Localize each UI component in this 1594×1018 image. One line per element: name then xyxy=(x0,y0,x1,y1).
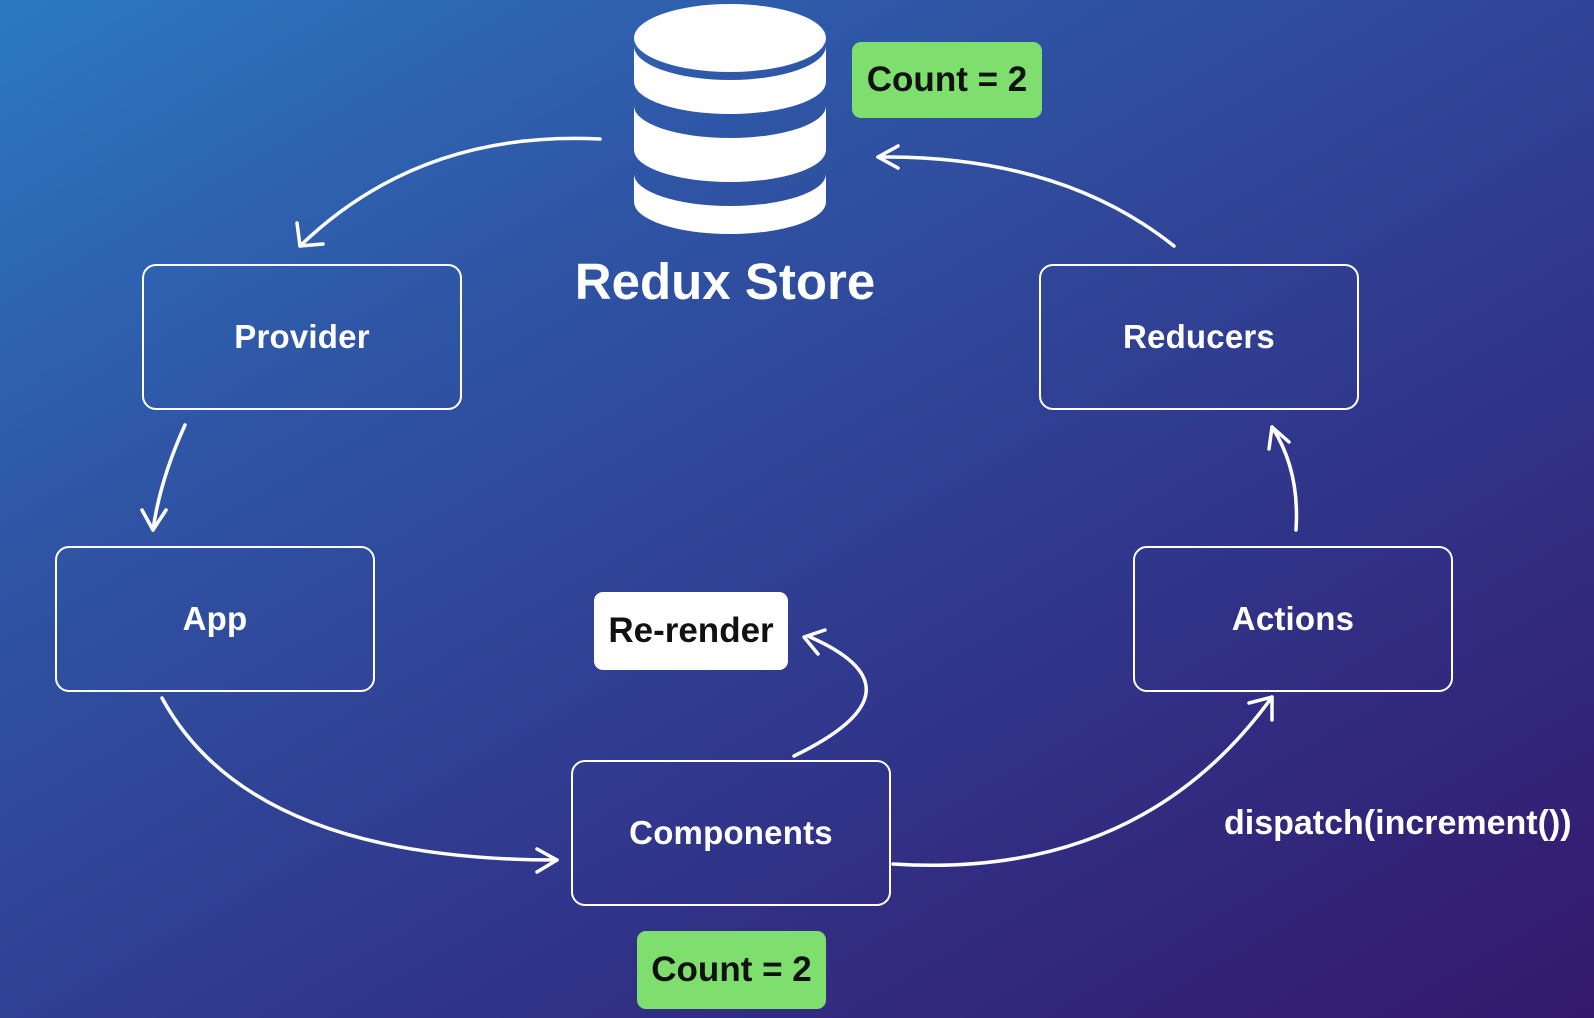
app-node: App xyxy=(55,546,375,692)
store-count-badge: Count = 2 xyxy=(852,42,1042,118)
arrowhead-provider-to-app xyxy=(140,508,168,532)
provider-node: Provider xyxy=(142,264,462,410)
arrow-reducers-to-store xyxy=(876,155,1176,248)
actions-node: Actions xyxy=(1133,546,1453,692)
dispatch-label: dispatch(increment()) xyxy=(1224,804,1572,842)
reducers-node: Reducers xyxy=(1039,264,1359,410)
store-title: Redux Store xyxy=(574,253,876,310)
arrowhead-components-to-rerender xyxy=(802,628,827,656)
arrowhead-app-to-components xyxy=(535,847,559,874)
arrowhead-reducers-to-store xyxy=(876,144,900,170)
arrow-store-to-provider xyxy=(298,136,602,248)
arrow-provider-to-app xyxy=(151,423,187,532)
arrowhead-actions-to-reducers xyxy=(1267,425,1291,451)
components-node: Components xyxy=(571,760,891,906)
components-count-badge: Count = 2 xyxy=(637,931,826,1009)
arrow-components-to-actions xyxy=(891,695,1274,868)
arrow-actions-to-reducers xyxy=(1270,425,1299,532)
arrowhead-components-to-actions xyxy=(1247,695,1274,722)
rerender-label: Re-render xyxy=(594,592,788,670)
database-icon xyxy=(634,4,826,234)
arrow-app-to-components xyxy=(160,696,559,862)
arrow-components-to-rerender xyxy=(792,635,868,758)
arrowhead-store-to-provider xyxy=(295,221,325,248)
